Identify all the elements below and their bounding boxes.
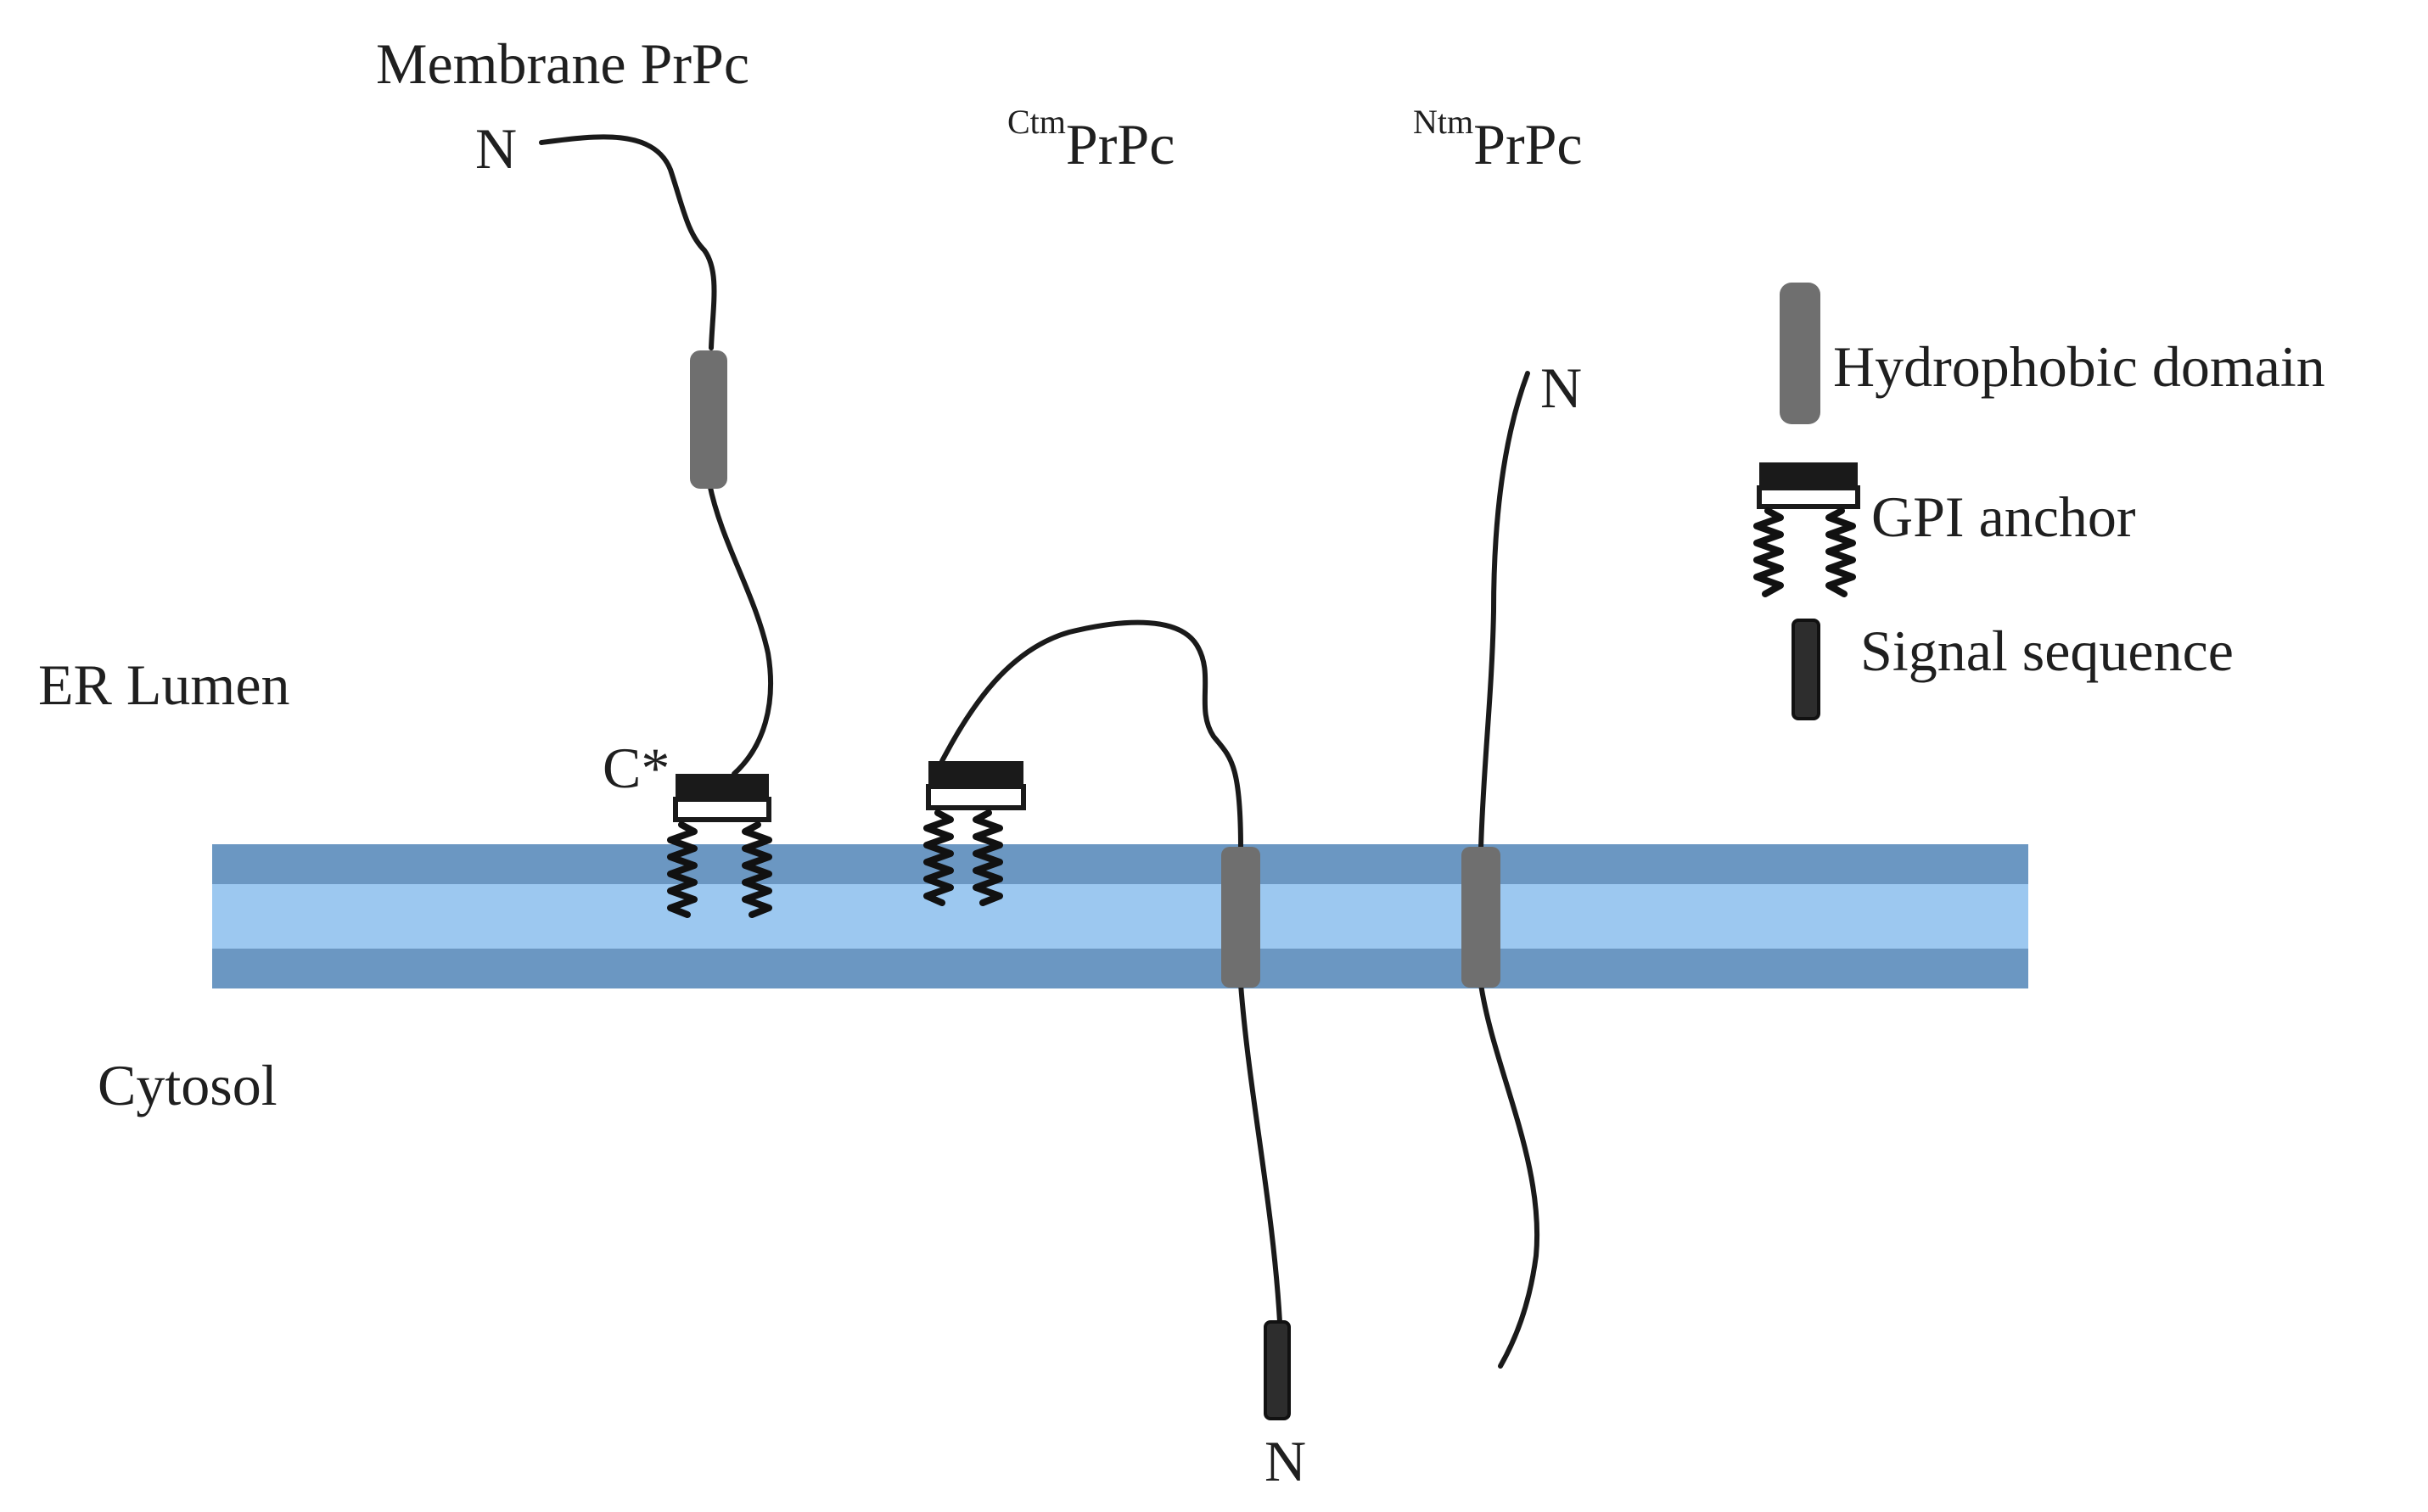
legend-gpi-anchor-label: GPI anchor	[1871, 484, 2136, 549]
cytosol-label: Cytosol	[98, 1053, 278, 1117]
gpi-anchor-coil	[973, 809, 1003, 906]
gpi-anchor-coil	[667, 821, 698, 918]
ntm-prpc-n-terminus-label: N	[1540, 356, 1582, 420]
ntm-prpc-form	[1461, 371, 1540, 1369]
ctm-prpc-chain-cytosol	[1238, 982, 1282, 1324]
ctm-prpc-n-terminus-label: N	[1264, 1429, 1306, 1493]
gpi-anchor-coil	[923, 809, 954, 906]
c-star-label: C*	[603, 736, 670, 800]
legend: Hydrophobic domain GPI anchor Signal seq…	[1753, 283, 2325, 720]
er-membrane	[212, 844, 2028, 988]
signal-sequence-legend-icon	[1792, 619, 1820, 720]
gpi-anchor-coil	[742, 821, 772, 918]
gpi-anchor-base	[926, 784, 1026, 810]
ntm-prpc-chain-cytosol	[1478, 982, 1540, 1369]
gpi-anchor-bar	[676, 774, 769, 799]
membrane-prpc-chain-lower	[707, 481, 773, 776]
ctm-prpc-name: PrPc	[1066, 112, 1175, 176]
gpi-anchor-legend-base	[1757, 485, 1860, 509]
gpi-anchor-bar	[928, 761, 1023, 787]
legend-hydrophobic-domain-label: Hydrophobic domain	[1833, 334, 2325, 399]
membrane-prpc-chain	[539, 134, 717, 350]
ntm-prpc-name: PrPc	[1473, 112, 1582, 176]
gpi-anchor-legend-coil	[1753, 507, 1784, 597]
er-lumen-label: ER Lumen	[38, 652, 290, 717]
legend-signal-sequence-label: Signal sequence	[1860, 619, 2234, 683]
hydrophobic-domain-legend-icon	[1780, 283, 1820, 424]
membrane-prpc-form	[539, 134, 773, 918]
hydrophobic-domain	[1461, 847, 1500, 988]
ctm-prpc-form	[923, 619, 1291, 1420]
membrane-prpc-n-terminus-label: N	[475, 116, 517, 181]
ctm-prpc-chain	[939, 619, 1243, 851]
membrane-prpc-title: Membrane PrPc	[376, 31, 749, 96]
ctm-prpc-title: CtmPrPc	[1007, 103, 1175, 176]
signal-sequence	[1264, 1320, 1291, 1420]
ctm-superscript: Ctm	[1007, 103, 1066, 141]
membrane-inner-layer	[212, 884, 2028, 949]
ntm-superscript: Ntm	[1413, 103, 1473, 141]
hydrophobic-domain	[690, 350, 727, 489]
ntm-prpc-chain	[1478, 371, 1530, 851]
gpi-anchor-base	[673, 797, 771, 822]
gpi-anchor-legend-coil	[1825, 507, 1856, 597]
ntm-prpc-title: NtmPrPc	[1413, 103, 1583, 176]
hydrophobic-domain	[1221, 847, 1260, 988]
gpi-anchor-legend-bar	[1759, 462, 1858, 488]
